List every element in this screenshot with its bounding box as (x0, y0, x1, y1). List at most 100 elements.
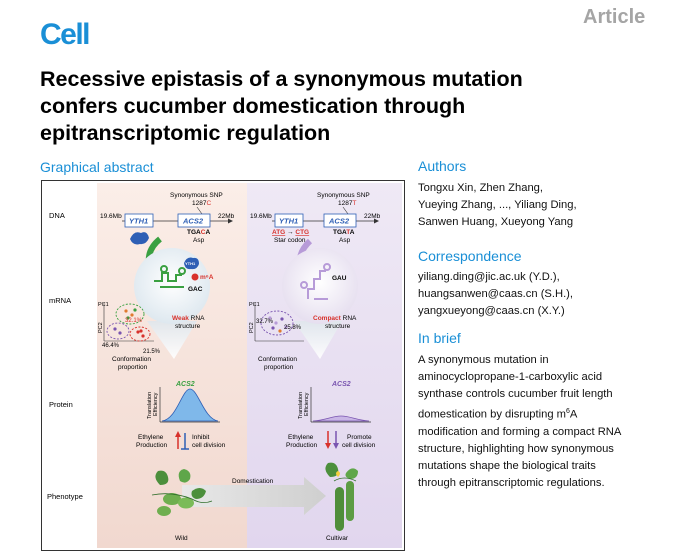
row-label-protein: Protein (49, 400, 73, 409)
wild-pct-left: 46.4% (102, 343, 120, 349)
row-label-dna: DNA (49, 211, 65, 220)
cultivar-codon-base: T (346, 229, 350, 236)
cultivar-structure-label: Compact RNA (313, 315, 357, 322)
cultivar-codon: TGATA (333, 229, 355, 236)
author-line: Tongxu Xin, Zhen Zhang, (418, 182, 544, 194)
correspondence-heading: Correspondence (418, 248, 522, 264)
author-line: Yueying Zhang, ..., Yiliang Ding, (418, 199, 577, 211)
cultivar-translation-curve (312, 415, 370, 422)
in-brief-line: synthase controls cucumber fruit length (418, 388, 613, 400)
wild-codon-pre: TGA (187, 229, 201, 236)
cultivar-proportion: proportion (264, 364, 294, 371)
cultivar-effect-2a: Promote (347, 434, 372, 441)
wild-pc2-label: PC2 (98, 322, 104, 333)
cultivar-snp-title: Synonymous SNP (317, 192, 370, 199)
cultivar-structure-word: Compact (313, 315, 342, 322)
in-brief-line: A synonymous mutation in (418, 354, 549, 366)
wild-effect-1b: Production (136, 442, 167, 449)
wild-left-coord: 19.6Mb (100, 213, 122, 220)
in-brief-heading: In brief (418, 330, 461, 346)
in-brief-line: aminocyclopropane-1-carboxylic acid (418, 371, 603, 383)
row-label-phenotype: Phenotype (47, 492, 83, 501)
cultivar-effect-2b: cell division (342, 442, 376, 449)
title-line: Recessive epistasis of a synonymous muta… (40, 67, 523, 91)
wild-conformation: Conformation (112, 356, 151, 363)
graphical-abstract-diagram: DNA mRNA Protein Phenotype Synonymous SN… (47, 183, 402, 548)
wild-effect-2b: cell division (192, 442, 226, 449)
cultivar-right-coord: 22Mb (364, 213, 381, 220)
cultivar-gene2-label: ACS2 (328, 217, 350, 226)
wild-structure-word: Weak (172, 315, 189, 322)
graphical-abstract-heading: Graphical abstract (40, 159, 154, 175)
cultivar-protein-gene: ACS2 (331, 381, 351, 388)
cultivar-start-codon-b: CTG (295, 229, 309, 236)
wild-yth1-binding-label: YTH1 (185, 261, 196, 266)
wild-snp-pointer (196, 206, 203, 215)
wild-mrna-funnel (147, 321, 197, 359)
cultivar-start-codon-a: ATG (272, 229, 285, 236)
authors-heading: Authors (418, 158, 467, 174)
cultivar-structure-rest: RNA (341, 315, 357, 322)
cultivar-promote-arrowhead (333, 443, 339, 449)
wild-translation-curve (161, 388, 219, 422)
cultivar-mrna-bubble (282, 248, 358, 324)
in-brief-line: domestication by disrupting m6A (418, 403, 621, 424)
row-label-mrna: mRNA (49, 296, 71, 305)
wild-gene2-box (177, 213, 211, 228)
wild-proportion: proportion (118, 364, 148, 371)
wild-yth1-protein-icon (130, 232, 149, 245)
cultivar-cucumber-plant-icon (325, 462, 358, 531)
wild-te-axis-2: Efficiency (153, 392, 159, 416)
wild-yth1-binding-icon (184, 257, 199, 270)
domestication-label: Domestication (232, 478, 274, 485)
wild-structure-label: Weak RNA (172, 315, 205, 322)
in-brief-text: A synonymous mutation in aminocyclopropa… (418, 352, 621, 492)
wild-gene1-box (124, 213, 154, 228)
wild-effect-1a: Ethylene (138, 434, 164, 441)
wild-plant-label: Wild (175, 535, 188, 542)
cultivar-codon-pre: TGA (333, 229, 347, 236)
cultivar-snp-base: T (352, 200, 356, 207)
cultivar-pca-points (268, 316, 288, 333)
cultivar-te-axis-1: Translation (298, 392, 304, 419)
cultivar-snp-pos-prefix: 1287 (338, 200, 353, 207)
in-brief-line: mutations shape the biological traits (418, 459, 596, 472)
wild-snp-position: 1287C (192, 200, 211, 207)
cultivar-snp-position: 1287T (338, 200, 356, 207)
wild-pct-bottom: 21.5% (143, 349, 161, 355)
wild-ethylene-up-arrowhead (175, 431, 181, 437)
article-title: Recessive epistasis of a synonymous muta… (40, 66, 640, 147)
wild-gene2-label: ACS2 (182, 217, 204, 226)
cultivar-ethylene-down-arrowhead (325, 443, 331, 449)
cultivar-effect-1b: Production (286, 442, 317, 449)
email-link[interactable]: yiliang.ding@jic.ac.uk (Y.D.), (418, 271, 560, 283)
wild-right-coord: 22Mb (218, 213, 235, 220)
wild-pc1-label: PC1 (98, 302, 109, 308)
cultivar-pct-top: 32.7% (256, 319, 274, 325)
cultivar-snp-pointer (342, 206, 349, 215)
wild-gene1-label: YTH1 (129, 217, 148, 226)
wild-amino-acid: Asp (193, 237, 205, 244)
cultivar-chromosome-arrowhead (374, 218, 379, 224)
wild-structure-line2: structure (175, 323, 201, 330)
wild-snp-pos-prefix: 1287 (192, 200, 207, 207)
in-brief-line4-pre: domestication by disrupting m (418, 408, 566, 421)
wild-codon-base: C (201, 229, 206, 236)
cultivar-start-codon-label: Star codon (274, 237, 306, 244)
cultivar-cluster-purple (260, 310, 294, 336)
cultivar-structure-line2: structure (325, 323, 351, 330)
cultivar-te-axis-2: Efficiency (304, 392, 310, 416)
wild-pca-points (113, 308, 145, 338)
wild-cluster-purple (106, 322, 130, 340)
email-link[interactable]: yangxueyong@caas.cn (X.Y.) (418, 305, 565, 317)
in-brief-line: modification and forming a compact RNA (418, 425, 622, 438)
wild-chromosome-arrowhead (228, 218, 233, 224)
wild-codon-post: A (205, 229, 210, 236)
email-link[interactable]: huangsanwen@caas.cn (S.H.), (418, 288, 574, 300)
wild-pct-top: 32.1% (125, 318, 143, 324)
cultivar-pc2-label: PC2 (249, 322, 255, 333)
correspondence-list: yiliang.ding@jic.ac.uk (Y.D.), huangsanw… (418, 269, 573, 320)
cultivar-loop-sequence: GAU (332, 275, 347, 282)
journal-logo: Cell (40, 18, 91, 51)
wild-loop-sequence: GAC (188, 286, 203, 293)
